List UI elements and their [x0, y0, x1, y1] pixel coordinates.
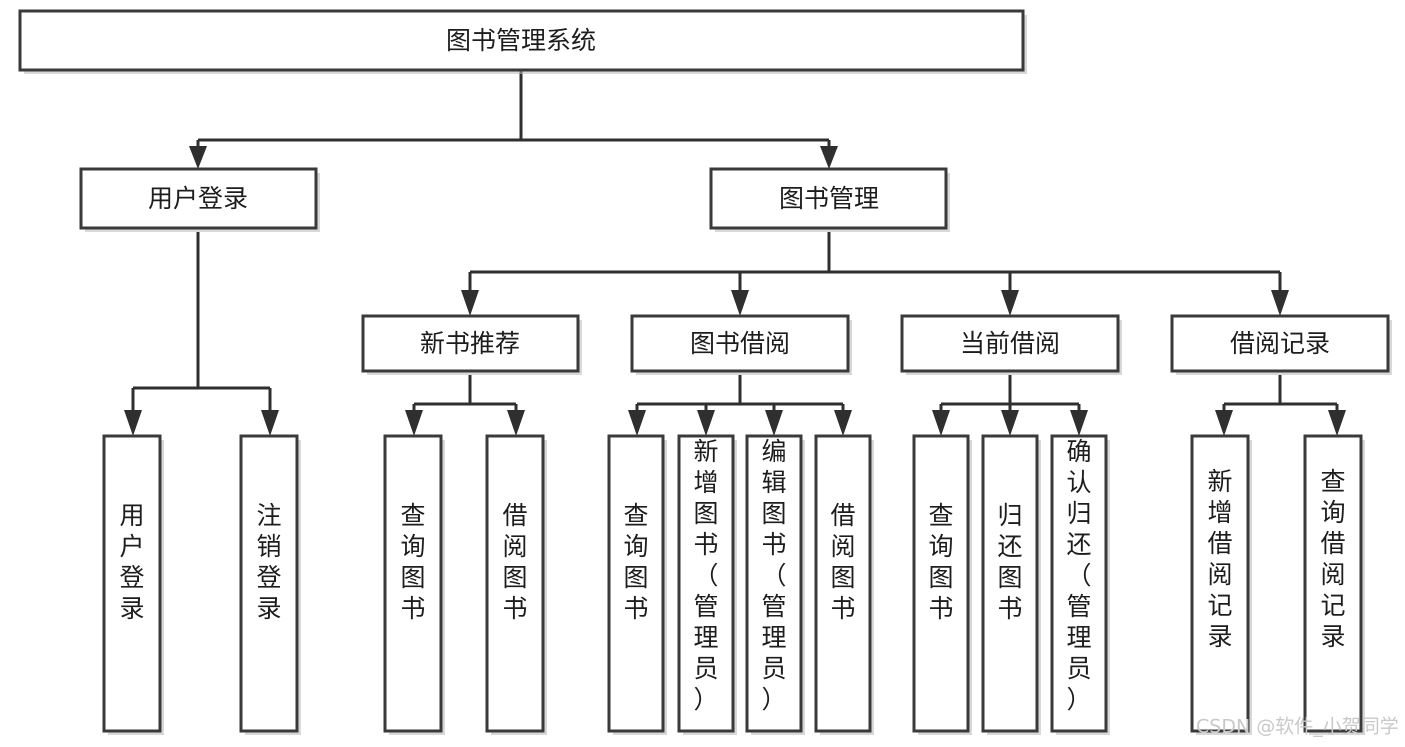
arrowhead-current-borrow: [1001, 290, 1019, 316]
connectors-current-borrow-to-leaves: [932, 375, 1088, 436]
node-leaf-borrow-book-2[interactable]: 借阅图书: [814, 434, 874, 735]
arrowhead-leaf-user-login: [124, 410, 142, 436]
node-leaf-borrow-book-1-rect: [485, 434, 545, 733]
node-leaf-borrow-book-1-label: 借阅图书: [502, 501, 527, 623]
node-leaf-user-login[interactable]: 用户登录: [102, 434, 164, 735]
node-leaf-query-book-3-rect: [912, 434, 970, 733]
node-book-borrow-rect: [630, 314, 850, 373]
arrowhead-user-login: [189, 146, 207, 169]
node-current-borrow-rect: [900, 314, 1120, 373]
node-book-management-rect: [709, 167, 948, 230]
node-leaf-user-login-rect: [102, 434, 162, 733]
node-book-borrow-label: 图书借阅: [690, 329, 790, 358]
connectors-new-book-recommend-to-leaves: [405, 375, 525, 436]
watermark-label: CSDN @软件_小贺同学: [1196, 716, 1399, 738]
node-leaf-confirm-return-rect: [1050, 434, 1108, 733]
node-root-rect: [18, 9, 1025, 72]
node-leaf-borrow-book-2-label: 借阅图书: [830, 501, 855, 623]
node-leaf-edit-book-label: 编辑图书（管理员）: [761, 437, 786, 714]
connectors-book-borrow-to-leaves: [628, 375, 852, 436]
node-leaf-query-record-label: 查询借阅记录: [1320, 467, 1345, 651]
arrowhead-new-book-recommend: [461, 290, 479, 316]
node-leaf-user-logout-rect: [239, 434, 299, 733]
node-leaf-query-book-3[interactable]: 查询图书: [912, 434, 972, 735]
node-leaf-return-book-rect: [981, 434, 1039, 733]
node-borrow-record[interactable]: 借阅记录: [1170, 314, 1392, 375]
arrowhead-leaf-query-book-3: [932, 410, 950, 436]
connectors-book-management-to-level2: [461, 232, 1289, 316]
arrowhead-leaf-query-book-1: [405, 410, 423, 436]
node-leaf-edit-book-rect: [745, 434, 803, 733]
node-leaf-add-book-rect: [677, 434, 735, 733]
node-user-login-label: 用户登录: [148, 184, 248, 213]
node-book-management[interactable]: 图书管理: [709, 167, 950, 232]
connectors-root-to-level1: [189, 70, 838, 169]
node-leaf-user-login-label: 用户登录: [119, 501, 144, 623]
node-new-book-recommend-label: 新书推荐: [420, 329, 520, 358]
arrowhead-book-borrow: [731, 290, 749, 316]
connectors-user-login-to-leaves: [124, 232, 279, 436]
arrowhead-book-management: [820, 146, 838, 169]
node-leaf-borrow-book-1[interactable]: 借阅图书: [485, 434, 547, 735]
node-leaf-return-book-label: 归还图书: [997, 501, 1022, 623]
node-user-login-rect: [79, 167, 318, 230]
node-leaf-add-record-rect: [1190, 434, 1250, 733]
arrowhead-leaf-add-book: [697, 410, 715, 436]
arrowhead-borrow-record: [1271, 290, 1289, 316]
node-leaf-confirm-return[interactable]: 确认归还（管理员）: [1050, 434, 1110, 735]
node-leaf-user-logout[interactable]: 注销登录: [239, 434, 301, 735]
node-leaf-query-book-2-rect: [607, 434, 665, 733]
node-leaf-add-record-label: 新增借阅记录: [1207, 467, 1232, 651]
node-leaf-user-logout-label: 注销登录: [256, 501, 281, 623]
node-leaf-query-book-3-label: 查询图书: [928, 501, 953, 623]
node-leaf-add-book-label: 新增图书（管理员）: [693, 437, 718, 714]
arrowhead-leaf-return-book: [1001, 410, 1019, 436]
node-new-book-recommend-rect: [361, 314, 580, 373]
node-current-borrow-label: 当前借阅: [960, 329, 1060, 358]
arrowhead-leaf-add-record: [1215, 410, 1233, 436]
arrowhead-leaf-query-record: [1328, 410, 1346, 436]
node-book-management-label: 图书管理: [779, 184, 879, 213]
node-leaf-add-record[interactable]: 新增借阅记录: [1190, 434, 1252, 735]
node-root[interactable]: 图书管理系统: [18, 9, 1027, 74]
node-leaf-confirm-return-label: 确认归还（管理员）: [1066, 437, 1091, 714]
node-leaf-query-record[interactable]: 查询借阅记录: [1303, 434, 1365, 735]
node-current-borrow[interactable]: 当前借阅: [900, 314, 1122, 375]
connectors-borrow-record-to-leaves: [1215, 375, 1346, 436]
arrowhead-leaf-borrow-book-1: [507, 410, 525, 436]
node-user-login[interactable]: 用户登录: [79, 167, 320, 232]
node-book-borrow[interactable]: 图书借阅: [630, 314, 852, 375]
arrowhead-leaf-user-logout: [261, 410, 279, 436]
node-leaf-query-book-1-label: 查询图书: [400, 501, 425, 623]
node-new-book-recommend[interactable]: 新书推荐: [361, 314, 582, 375]
node-leaf-query-book-2-label: 查询图书: [623, 501, 648, 623]
node-leaf-return-book[interactable]: 归还图书: [981, 434, 1041, 735]
arrowhead-leaf-query-book-2: [628, 410, 646, 436]
node-leaf-query-record-rect: [1303, 434, 1363, 733]
node-borrow-record-label: 借阅记录: [1230, 329, 1330, 358]
node-root-label: 图书管理系统: [446, 26, 596, 55]
node-leaf-query-book-1[interactable]: 查询图书: [383, 434, 445, 735]
node-leaf-query-book-1-rect: [383, 434, 443, 733]
arrowhead-leaf-confirm-return: [1070, 410, 1088, 436]
node-leaf-borrow-book-2-rect: [814, 434, 872, 733]
node-leaf-add-book[interactable]: 新增图书（管理员）: [677, 434, 737, 735]
arrowhead-leaf-borrow-book-2: [834, 410, 852, 436]
node-leaf-edit-book[interactable]: 编辑图书（管理员）: [745, 434, 805, 735]
arrowhead-leaf-edit-book: [765, 410, 783, 436]
node-leaf-query-book-2[interactable]: 查询图书: [607, 434, 667, 735]
node-borrow-record-rect: [1170, 314, 1390, 373]
